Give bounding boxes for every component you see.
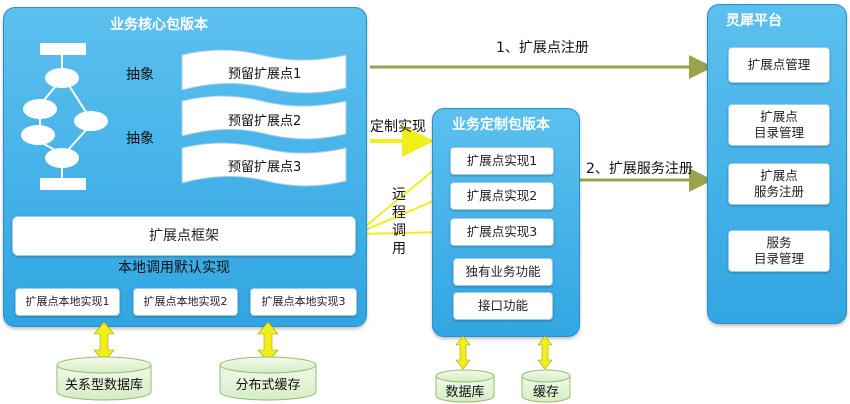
remote-call-label: 远程调用 bbox=[392, 187, 406, 257]
flag-shape-2 bbox=[181, 95, 347, 140]
custom-impl-label: 定制实现 bbox=[370, 119, 426, 135]
cache-label: 缓存 bbox=[532, 385, 559, 400]
abstract-label-1: 抽象 bbox=[126, 67, 154, 83]
platform-item-1[interactable]: 扩展点管理 bbox=[728, 47, 830, 83]
platform-item-3[interactable]: 扩展点 服务注册 bbox=[728, 163, 830, 205]
custom-impl-2[interactable]: 扩展点实现2 bbox=[450, 182, 554, 210]
flag-shape-1 bbox=[181, 49, 347, 94]
db-double-arrow-3 bbox=[455, 335, 471, 370]
custom-impl-3[interactable]: 扩展点实现3 bbox=[450, 218, 554, 246]
db-double-arrow-2 bbox=[257, 321, 279, 363]
db-label: 数据库 bbox=[445, 385, 485, 400]
abstract-label-2: 抽象 bbox=[126, 131, 154, 147]
local-impl-2[interactable]: 扩展点本地实现2 bbox=[133, 288, 238, 316]
extension-framework[interactable]: 扩展点框架 bbox=[12, 216, 356, 256]
flag-label-3: 预留扩展点3 bbox=[228, 160, 302, 175]
cache-cylinder bbox=[521, 376, 571, 403]
local-call-label: 本地调用默认实现 bbox=[118, 260, 230, 276]
core-title: 业务核心包版本 bbox=[110, 17, 208, 33]
db-double-arrow-4 bbox=[537, 335, 553, 370]
flag-label-2: 预留扩展点2 bbox=[228, 114, 302, 129]
flag-shape-3 bbox=[181, 142, 347, 187]
service-register-label: 2、扩展服务注册 bbox=[586, 161, 693, 177]
db-double-arrow-1 bbox=[93, 321, 115, 363]
register-label: 1、扩展点注册 bbox=[496, 40, 589, 56]
unique-business-feature[interactable]: 独有业务功能 bbox=[453, 258, 553, 286]
db-cylinder bbox=[435, 376, 495, 403]
remote-call-arrow-3 bbox=[355, 224, 449, 241]
local-impl-1[interactable]: 扩展点本地实现1 bbox=[15, 288, 120, 316]
remote-call-arrow-2 bbox=[355, 193, 449, 235]
distributed-cache-label: 分布式缓存 bbox=[235, 378, 301, 393]
distributed-cache-cylinder bbox=[219, 365, 317, 401]
platform-title: 灵犀平台 bbox=[726, 13, 782, 29]
platform-item-2[interactable]: 扩展点 目录管理 bbox=[728, 104, 830, 146]
flag-label-1: 预留扩展点1 bbox=[228, 67, 302, 82]
relational-db-label: 关系型数据库 bbox=[64, 378, 143, 393]
custom-title: 业务定制包版本 bbox=[452, 117, 550, 133]
custom-impl-1[interactable]: 扩展点实现1 bbox=[450, 147, 554, 175]
interface-feature[interactable]: 接口功能 bbox=[453, 292, 553, 320]
remote-call-arrow-1 bbox=[355, 158, 449, 235]
platform-item-4[interactable]: 服务 目录管理 bbox=[728, 230, 830, 272]
local-impl-3[interactable]: 扩展点本地实现3 bbox=[250, 288, 357, 316]
relational-db-cylinder bbox=[56, 365, 152, 401]
